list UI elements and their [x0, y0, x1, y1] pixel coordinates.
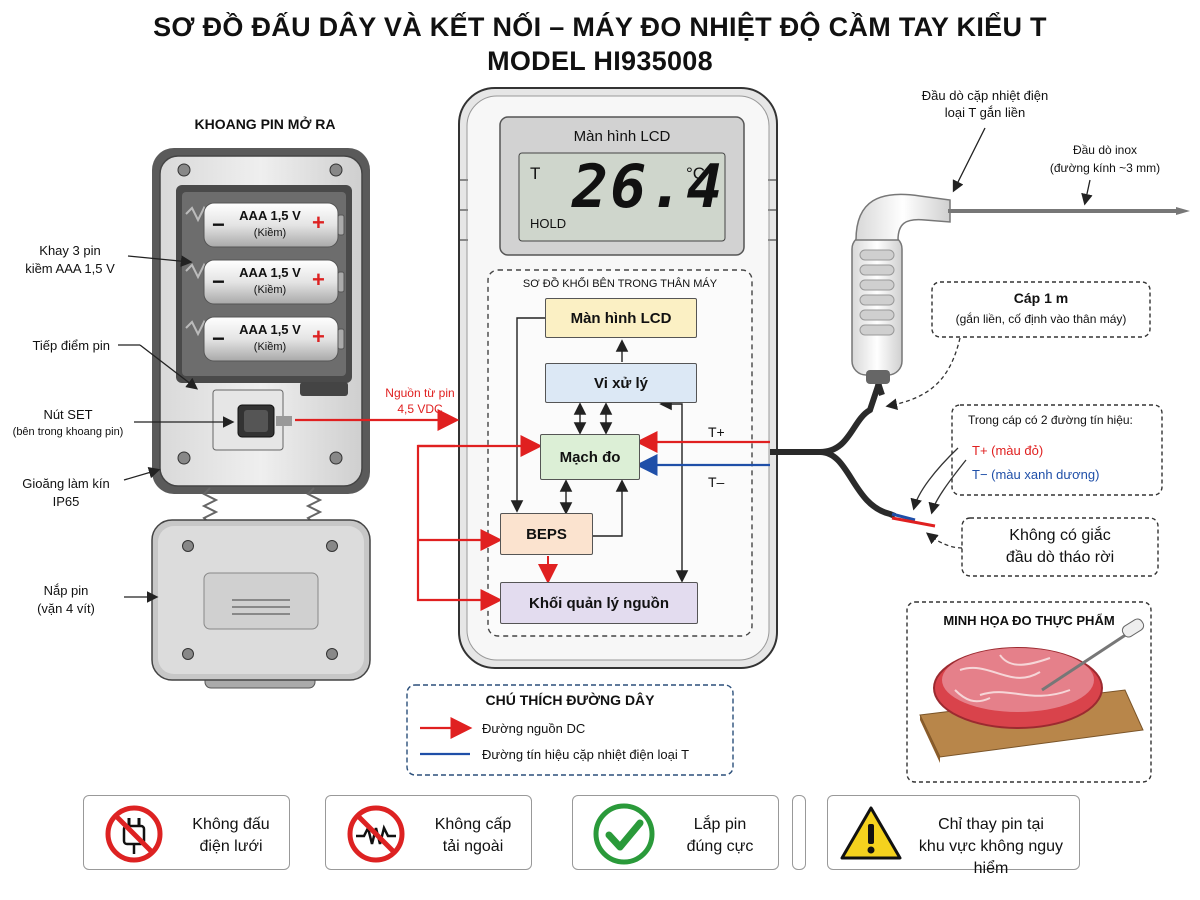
battery-voltage: AAA 1,5 V	[239, 322, 301, 337]
set-label-2: (bên trong khoang pin)	[12, 426, 124, 438]
battery-cover	[151, 519, 371, 689]
lcd-value: 26.4	[572, 152, 725, 222]
cable-title: Cáp 1 m	[1013, 290, 1069, 306]
beps-block-label: BEPS	[526, 525, 567, 543]
warning-correct-polarity: Lắp pin đúng cực	[572, 795, 779, 870]
battery-voltage: AAA 1,5 V	[239, 208, 301, 223]
warning-no-load: Không cấp tải ngoài	[325, 795, 532, 870]
gasket-label-2: IP65	[52, 494, 80, 509]
signal-plus: T+ (màu đỏ)	[972, 443, 1044, 458]
probe-label-1: Đầu dò cặp nhiệt điện	[921, 88, 1049, 103]
lcd-hold: HOLD	[530, 216, 567, 231]
minus-sign: −	[212, 326, 225, 351]
battery-1: − + AAA 1,5 V (Kiềm)	[204, 203, 338, 247]
battery-type: (Kiềm)	[253, 227, 287, 239]
block-diagram-title: SƠ ĐỒ KHỐI BÊN TRONG THÂN MÁY	[522, 278, 718, 290]
contact-label: Tiếp điểm pin	[32, 338, 110, 353]
no-jack-callout	[961, 517, 1159, 577]
no-resistor-icon	[347, 805, 405, 863]
battery-type: (Kiềm)	[253, 341, 287, 353]
battery-compartment	[152, 148, 370, 525]
tray-label-2: kiềm AAA 1,5 V	[25, 261, 115, 276]
no-plug-icon	[105, 805, 163, 863]
check-icon	[593, 803, 655, 865]
divider-card	[792, 795, 806, 870]
battery-voltage: AAA 1,5 V	[239, 265, 301, 280]
signal-title: Trong cáp có 2 đường tín hiệu:	[968, 413, 1133, 427]
measure-block: Mạch đo	[540, 434, 640, 480]
battery-3: − + AAA 1,5 V (Kiềm)	[204, 317, 338, 361]
cable-sub: (gắn liền, cố định vào thân máy)	[955, 312, 1127, 326]
legend-box	[406, 684, 734, 776]
tray-label-1: Khay 3 pin	[39, 243, 101, 258]
warning-2-line-1: Không cấp	[434, 816, 512, 833]
warning-4-line-1: Chỉ thay pin tại	[938, 816, 1044, 833]
set-label-1: Nút SET	[43, 407, 93, 422]
no-jack-1: Không có giắc	[1009, 527, 1111, 544]
plus-sign: +	[312, 210, 325, 235]
lcd-mode: T	[530, 164, 541, 183]
lcd-title: Màn hình LCD	[573, 128, 671, 145]
t-minus-label: T–	[708, 474, 725, 490]
signal-minus: T− (màu xanh dương)	[972, 467, 1100, 482]
tip-label-2: (đường kính ~3 mm)	[1049, 161, 1161, 175]
cable-callout	[931, 281, 1151, 338]
title-line-1: SƠ ĐỒ ĐẤU DÂY VÀ KẾT NỐI – MÁY ĐO NHIỆT …	[153, 12, 1047, 42]
lcd-block-label: Màn hình LCD	[570, 309, 672, 327]
t-plus-label: T+	[708, 424, 725, 440]
plus-sign: +	[312, 324, 325, 349]
gasket-label-1: Gioăng làm kín	[22, 476, 110, 491]
warning-2-line-2: tải ngoài	[442, 838, 504, 855]
legend-dc: Đường nguồn DC	[482, 721, 586, 736]
measure-block-label: Mạch đo	[559, 448, 621, 466]
battery-2: − + AAA 1,5 V (Kiềm)	[204, 260, 338, 304]
warning-3-line-2: đúng cực	[686, 838, 754, 855]
warning-no-mains: Không đấu điện lưới	[83, 795, 290, 870]
warning-4-line-2: khu vực không nguy hiểm	[918, 838, 1064, 877]
tip-label-1: Đầu dò inox	[1072, 143, 1138, 157]
no-jack-2: đầu dò tháo rời	[1005, 549, 1115, 566]
battery-heading: KHOANG PIN MỞ RA	[194, 116, 336, 132]
probe-label-2: loại T gắn liền	[944, 105, 1026, 120]
power-label-1: Nguồn từ pin	[385, 386, 455, 400]
power-label-2: 4,5 VDC	[397, 402, 443, 416]
signal-callout	[951, 404, 1163, 496]
probe-assembly	[770, 127, 1190, 528]
cpu-block: Vi xử lý	[545, 363, 697, 403]
minus-sign: −	[212, 269, 225, 294]
food-illustration	[906, 601, 1152, 783]
cover-label-2: (vặn 4 vít)	[37, 601, 95, 616]
title-line-2: MODEL HI935008	[487, 46, 713, 76]
battery-type: (Kiềm)	[253, 284, 287, 296]
minus-sign: −	[212, 212, 225, 237]
power-mgmt-block-label: Khối quản lý nguồn	[529, 594, 669, 612]
power-mgmt-block: Khối quản lý nguồn	[500, 582, 698, 624]
food-title: MINH HỌA ĐO THỰC PHẨM	[943, 613, 1115, 628]
warning-icon	[840, 806, 902, 860]
warning-1-line-1: Không đấu	[192, 816, 270, 833]
warning-1-line-2: điện lưới	[199, 838, 263, 855]
block-wiring	[295, 317, 770, 611]
plus-sign: +	[312, 267, 325, 292]
cover-label-1: Nắp pin	[43, 583, 89, 598]
lcd-unit: °C	[686, 164, 706, 183]
cpu-block-label: Vi xử lý	[594, 374, 648, 392]
warning-3-line-1: Lắp pin	[693, 816, 747, 833]
legend-title: CHÚ THÍCH ĐƯỜNG DÂY	[485, 692, 655, 708]
lcd-block: Màn hình LCD	[545, 298, 697, 338]
warning-safe-area: Chỉ thay pin tại khu vực không nguy hiểm	[827, 795, 1080, 877]
beps-block: BEPS	[500, 513, 593, 555]
legend-signal: Đường tín hiệu cặp nhiệt điện loại T	[482, 747, 690, 762]
